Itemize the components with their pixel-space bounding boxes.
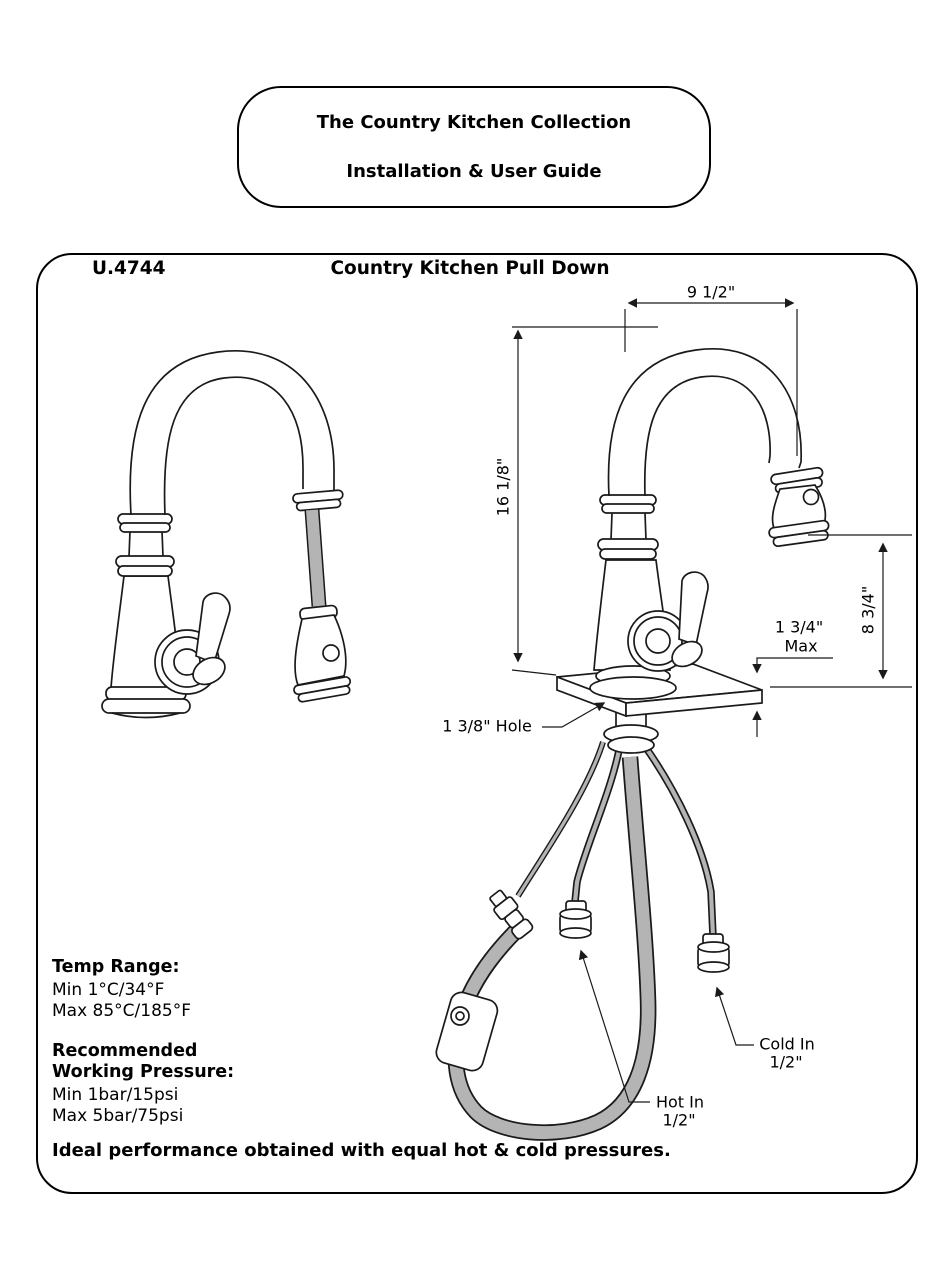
pressure-title-line1: Recommended [52, 1041, 198, 1061]
cold-inlet-size: 1/2" [769, 1052, 803, 1072]
hot-inlet-label: Hot In [655, 1092, 705, 1112]
spec-sheet-box [36, 253, 918, 1194]
cold-inlet-label: Cold In [759, 1034, 815, 1054]
product-title: Country Kitchen Pull Down [330, 258, 610, 279]
title-box: The Country Kitchen Collection Installat… [237, 86, 711, 208]
product-code: U.4744 [92, 258, 166, 279]
dimension-deck-thickness-qualifier: Max [784, 636, 818, 656]
dimension-deck-thickness: 1 3/4" [774, 617, 824, 637]
hole-size-label: 1 3/8" Hole [442, 716, 532, 736]
temp-min: Min 1°C/34°F [52, 980, 165, 1000]
dimension-spout-reach: 9 1/2" [686, 282, 736, 302]
temp-max: Max 85°C/185°F [52, 1001, 192, 1021]
hot-inlet-size: 1/2" [662, 1110, 696, 1130]
collection-title: The Country Kitchen Collection [316, 112, 632, 133]
dimension-overall-height: 16 1/8" [493, 457, 513, 517]
pressure-max: Max 5bar/75psi [52, 1106, 184, 1126]
guide-subtitle: Installation & User Guide [346, 161, 602, 182]
pressure-min: Min 1bar/15psi [52, 1085, 179, 1105]
temp-range-title: Temp Range: [52, 957, 180, 977]
dimension-head-to-deck: 8 3/4" [858, 585, 878, 635]
pressure-title-line2: Working Pressure: [52, 1062, 235, 1082]
performance-note: Ideal performance obtained with equal ho… [52, 1140, 671, 1161]
